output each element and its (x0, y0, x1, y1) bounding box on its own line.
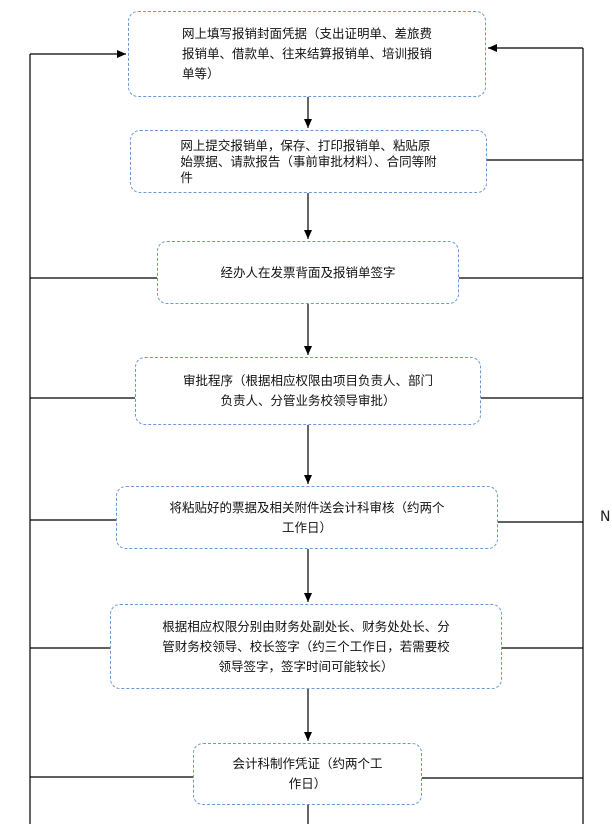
step-3-text: 经办人在发票背面及报销单签字 (220, 264, 396, 280)
step-6-leader-signatures: 根据相应权限分别由财务处副处长、财务处处长、分 管财务校领导、校长签字（约三个工… (110, 604, 502, 689)
step-5-text: 将粘贴好的票据及相关附件送会计科审核（约两个 工作日） (169, 499, 445, 535)
step-1-text: 网上填写报销封面凭据（支出证明单、差旅费 报销单、借款单、往来结算报销单、培训报… (181, 26, 432, 81)
step-4-text: 审批程序（根据相应权限由项目负责人、部门 负责人、分管业务校领导审批） (182, 373, 433, 408)
step-4-approval-procedure: 审批程序（根据相应权限由项目负责人、部门 负责人、分管业务校领导审批） (135, 357, 481, 425)
step-2-submit-and-attach: 网上提交报销单，保存、打印报销单、粘贴原 始票据、请款报告（事前审批材料）、合同… (130, 130, 487, 193)
step-6-text: 根据相应权限分别由财务处副处长、财务处处长、分 管财务校领导、校长签字（约三个工… (162, 618, 450, 674)
step-2-text: 网上提交报销单，保存、打印报销单、粘贴原 始票据、请款报告（事前审批材料）、合同… (180, 137, 437, 185)
step-5-accounting-review: 将粘贴好的票据及相关附件送会计科审核（约两个 工作日） (116, 486, 498, 549)
right-return-loop (422, 44, 584, 824)
step-7-text: 会计科制作凭证（约两个工 作日） (232, 756, 383, 791)
left-return-loop (29, 50, 193, 824)
step-3-handler-signature: 经办人在发票背面及报销单签字 (157, 241, 459, 304)
step-1-fill-reimbursement-form: 网上填写报销封面凭据（支出证明单、差旅费 报销单、借款单、往来结算报销单、培训报… (128, 11, 486, 97)
edge-label: N (600, 509, 611, 525)
step-7-voucher-creation: 会计科制作凭证（约两个工 作日） (193, 743, 422, 805)
